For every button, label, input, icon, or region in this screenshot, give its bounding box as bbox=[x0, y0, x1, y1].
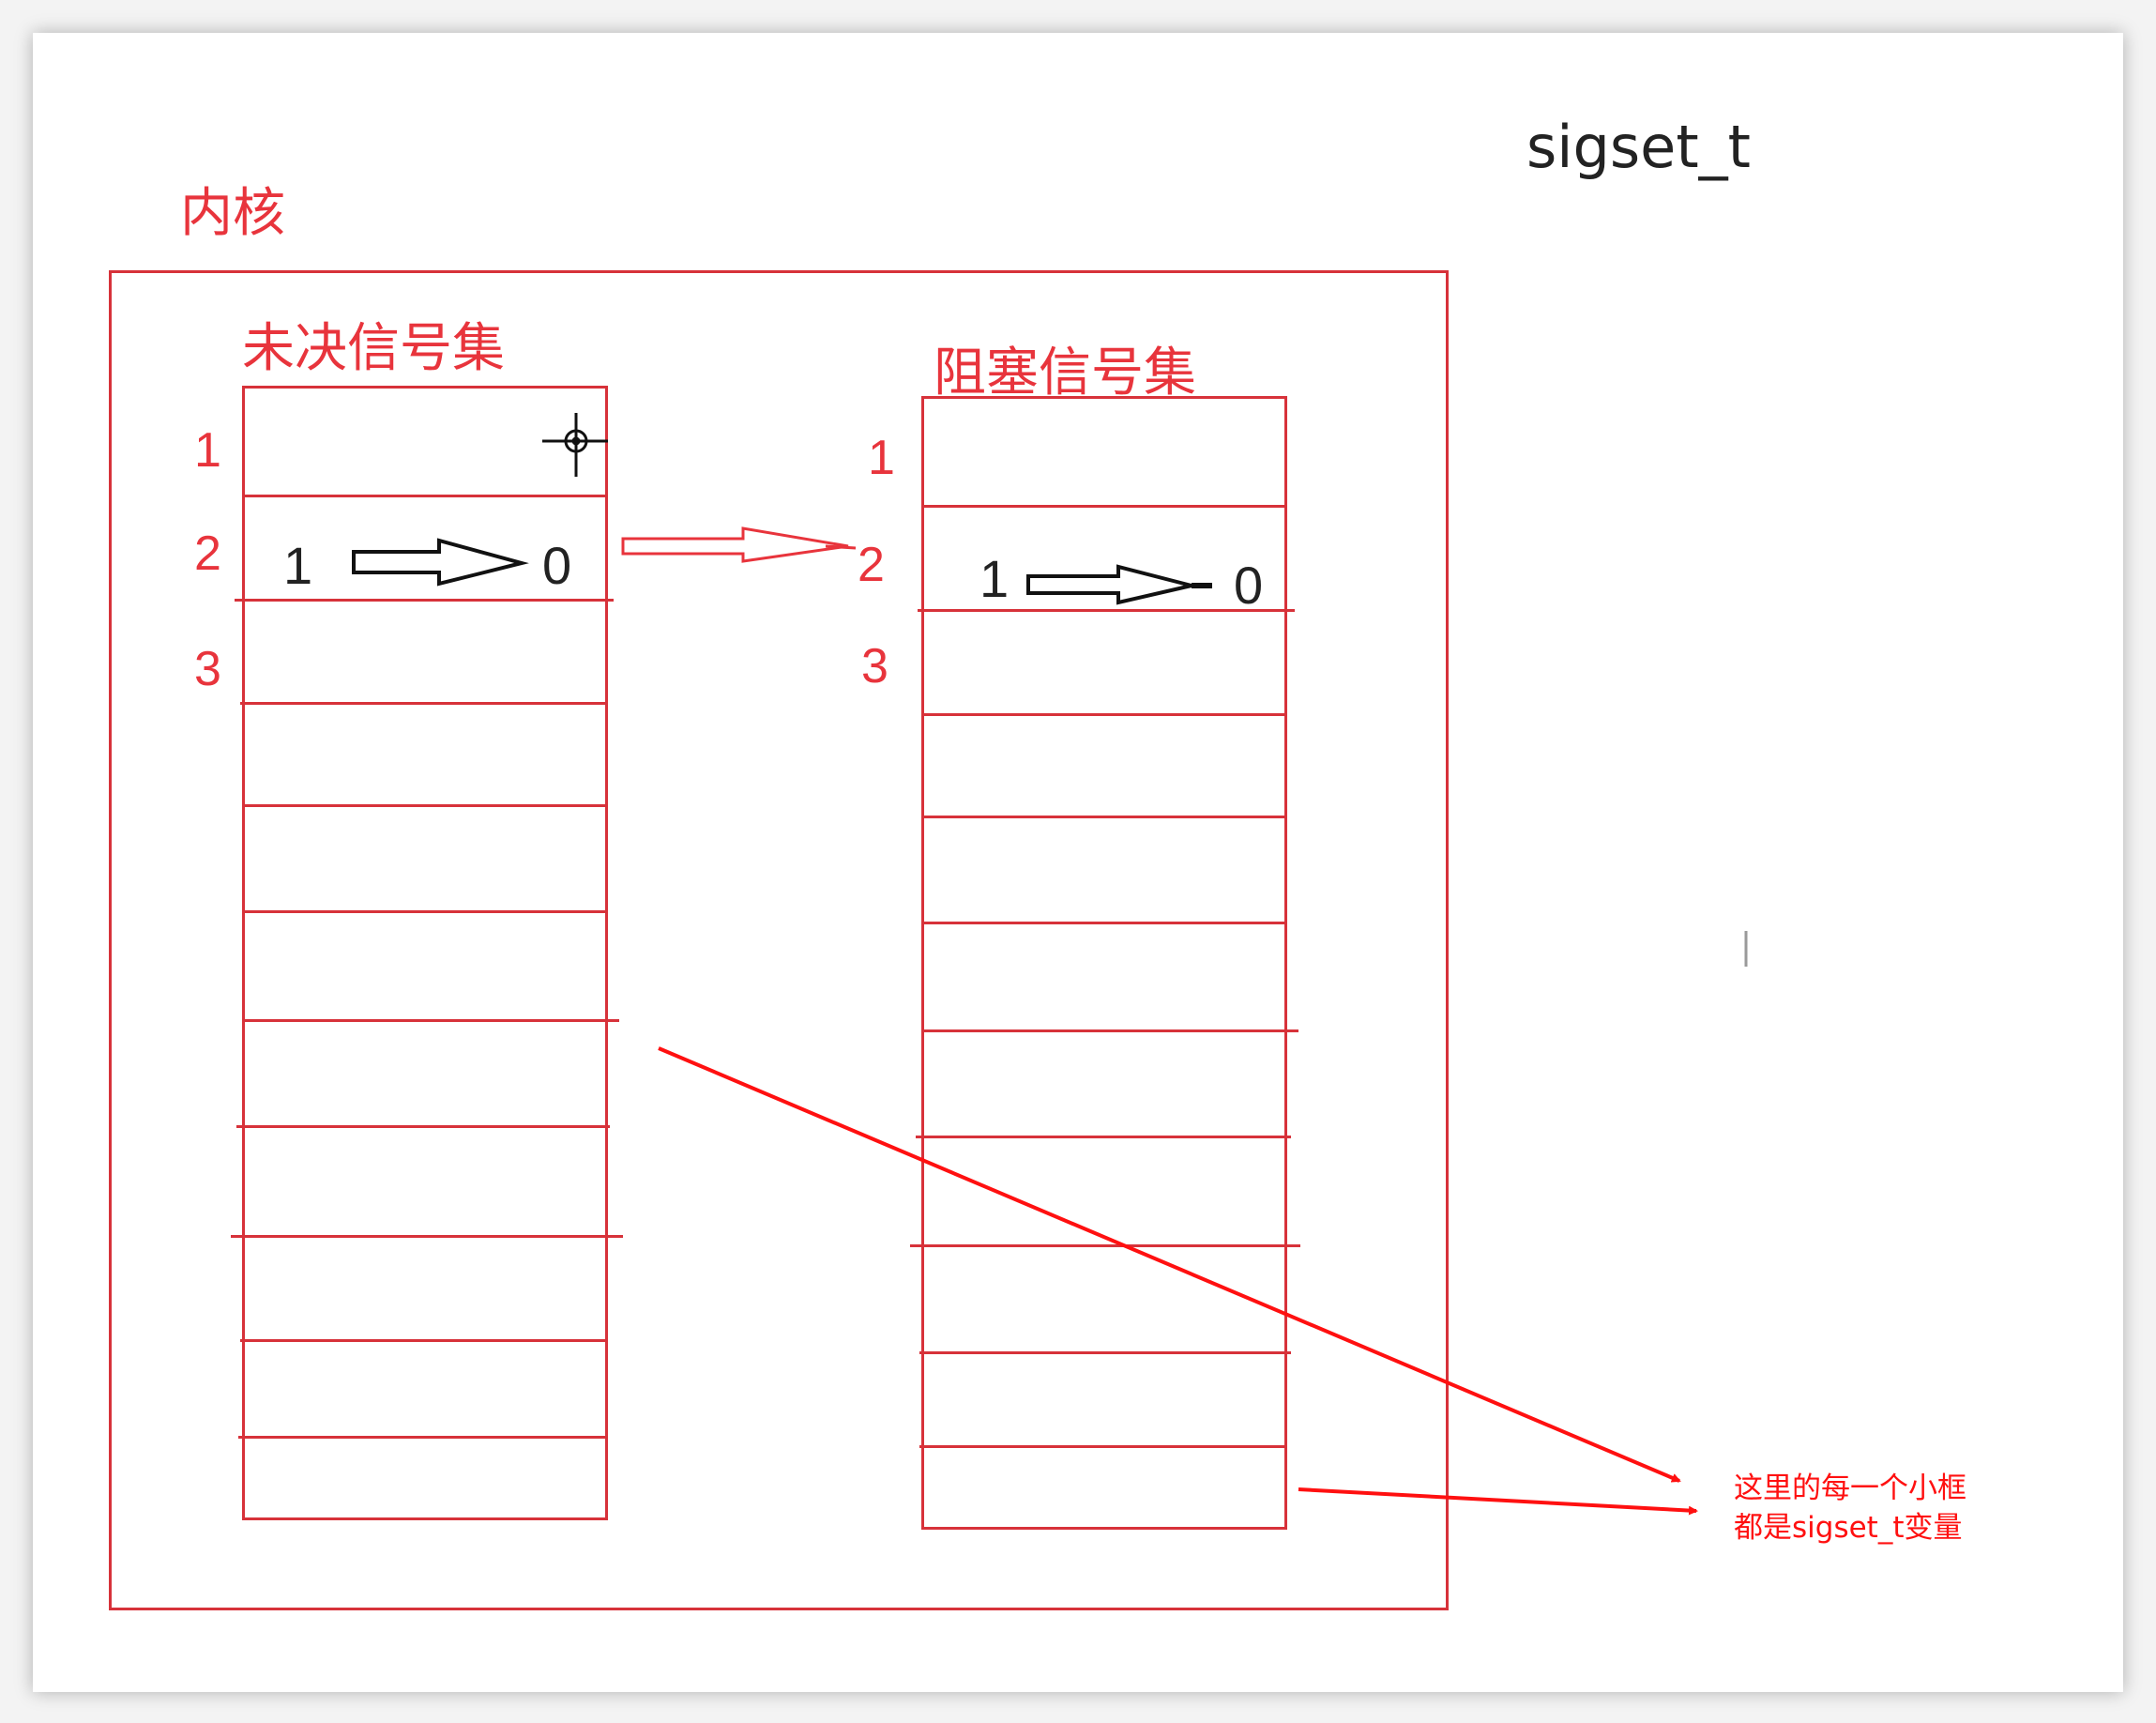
blocked-row-divider bbox=[919, 1351, 1291, 1354]
kernel-box bbox=[109, 270, 1449, 1610]
blocked-row-divider bbox=[921, 816, 1287, 818]
blocked-row-divider bbox=[916, 1136, 1291, 1138]
blocked-row-divider bbox=[921, 505, 1287, 508]
pending-row2-old-value: 1 bbox=[283, 536, 313, 595]
blocked-index-3: 3 bbox=[861, 639, 888, 694]
pending-row-divider bbox=[240, 1339, 608, 1342]
pending-row-divider bbox=[242, 495, 608, 497]
pending-set-label: 未决信号集 bbox=[242, 318, 505, 379]
annotation-pointer-line bbox=[658, 1046, 1681, 1483]
pending-row-divider bbox=[235, 599, 614, 602]
blocked-row2-new-value: 0 bbox=[1234, 556, 1264, 615]
canvas bbox=[33, 33, 2123, 1692]
blocked-row-divider bbox=[918, 609, 1295, 612]
blocked-row-divider bbox=[910, 1244, 1300, 1247]
pending-index-3: 3 bbox=[194, 642, 221, 696]
pending-row2-arrow-icon bbox=[352, 538, 529, 587]
blocked-row2-old-value: 1 bbox=[979, 549, 1010, 608]
blocked-row-divider bbox=[921, 922, 1287, 924]
blocked-row-divider bbox=[921, 1029, 1298, 1032]
annotation-line-2: 都是sigset_t变量 bbox=[1734, 1511, 1963, 1545]
pending-to-blocked-arrow-icon bbox=[621, 526, 849, 563]
blocked-set-label: 阻塞信号集 bbox=[934, 343, 1196, 404]
pending-row-divider bbox=[242, 804, 608, 807]
blocked-index-1: 1 bbox=[868, 431, 895, 485]
pending-index-1: 1 bbox=[194, 423, 221, 478]
pending-row-divider bbox=[240, 702, 608, 705]
blocked-set-column bbox=[921, 396, 1287, 1530]
pending-row-divider bbox=[238, 1436, 608, 1439]
pending-index-2: 2 bbox=[194, 526, 221, 581]
blocked-row2-arrow-icon bbox=[1026, 564, 1192, 605]
pending-row-divider bbox=[236, 1125, 610, 1128]
annotation-line-1: 这里的每一个小框 bbox=[1734, 1471, 1966, 1505]
annotation-pointer-line bbox=[1298, 1487, 1698, 1516]
pending-row-divider bbox=[242, 910, 608, 913]
crosshair-cursor-icon bbox=[542, 413, 608, 477]
pending-row-divider bbox=[242, 1019, 619, 1022]
pending-row2-new-value: 0 bbox=[542, 536, 572, 595]
kernel-label: 内核 bbox=[180, 183, 285, 244]
blocked-row-divider bbox=[919, 1445, 1287, 1448]
pending-to-blocked-arrow-tail bbox=[825, 544, 857, 550]
annotation-note: 这里的每一个小框 都是sigset_t变量 bbox=[1734, 1469, 1966, 1548]
pending-row-divider bbox=[231, 1235, 623, 1238]
blocked-index-2: 2 bbox=[858, 538, 885, 592]
blocked-row-divider bbox=[921, 713, 1287, 716]
sigset-type-label: sigset_t bbox=[1526, 113, 1751, 181]
pending-set-column bbox=[242, 386, 608, 1520]
